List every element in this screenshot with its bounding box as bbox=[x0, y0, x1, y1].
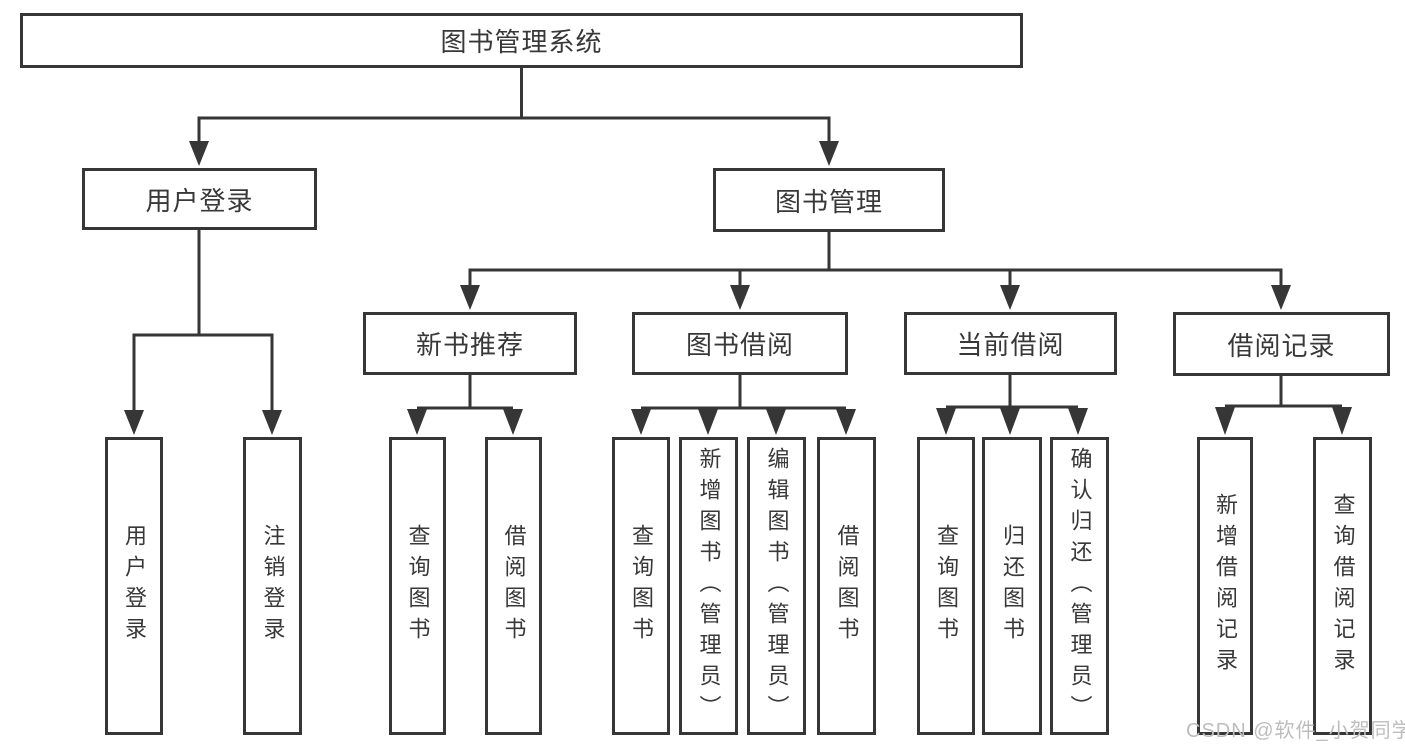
leaf-return-books: 归还图书 bbox=[982, 437, 1042, 735]
node-book-borrow: 图书借阅 bbox=[632, 312, 848, 375]
node-borrow-records: 借阅记录 bbox=[1173, 312, 1390, 376]
node-library-system: 图书管理系统 bbox=[20, 13, 1023, 68]
leaf-add-borrow-record: 新增借阅记录 bbox=[1197, 437, 1253, 735]
node-book-management: 图书管理 bbox=[713, 168, 945, 232]
leaf-user-login: 用户登录 bbox=[105, 437, 163, 735]
leaf-logout: 注销登录 bbox=[243, 437, 302, 735]
leaf-query-borrow-record: 查询借阅记录 bbox=[1313, 437, 1372, 735]
leaf-query-books: 查询图书 bbox=[612, 437, 670, 735]
leaf-query-books: 查询图书 bbox=[917, 437, 975, 735]
leaf-confirm-return-admin: 确认归还（管理员） bbox=[1050, 437, 1109, 735]
watermark: CSDN @软件_小贺同学 bbox=[1186, 720, 1405, 742]
node-user-login: 用户登录 bbox=[82, 168, 317, 230]
leaf-borrow-books: 借阅图书 bbox=[817, 437, 876, 735]
leaf-query-books: 查询图书 bbox=[389, 437, 446, 735]
node-new-book-recommend: 新书推荐 bbox=[363, 312, 577, 375]
leaf-borrow-books: 借阅图书 bbox=[485, 437, 542, 735]
node-current-borrow: 当前借阅 bbox=[904, 312, 1117, 375]
leaf-edit-books-admin: 编辑图书（管理员） bbox=[747, 437, 806, 735]
leaf-add-books-admin: 新增图书（管理员） bbox=[679, 437, 738, 735]
